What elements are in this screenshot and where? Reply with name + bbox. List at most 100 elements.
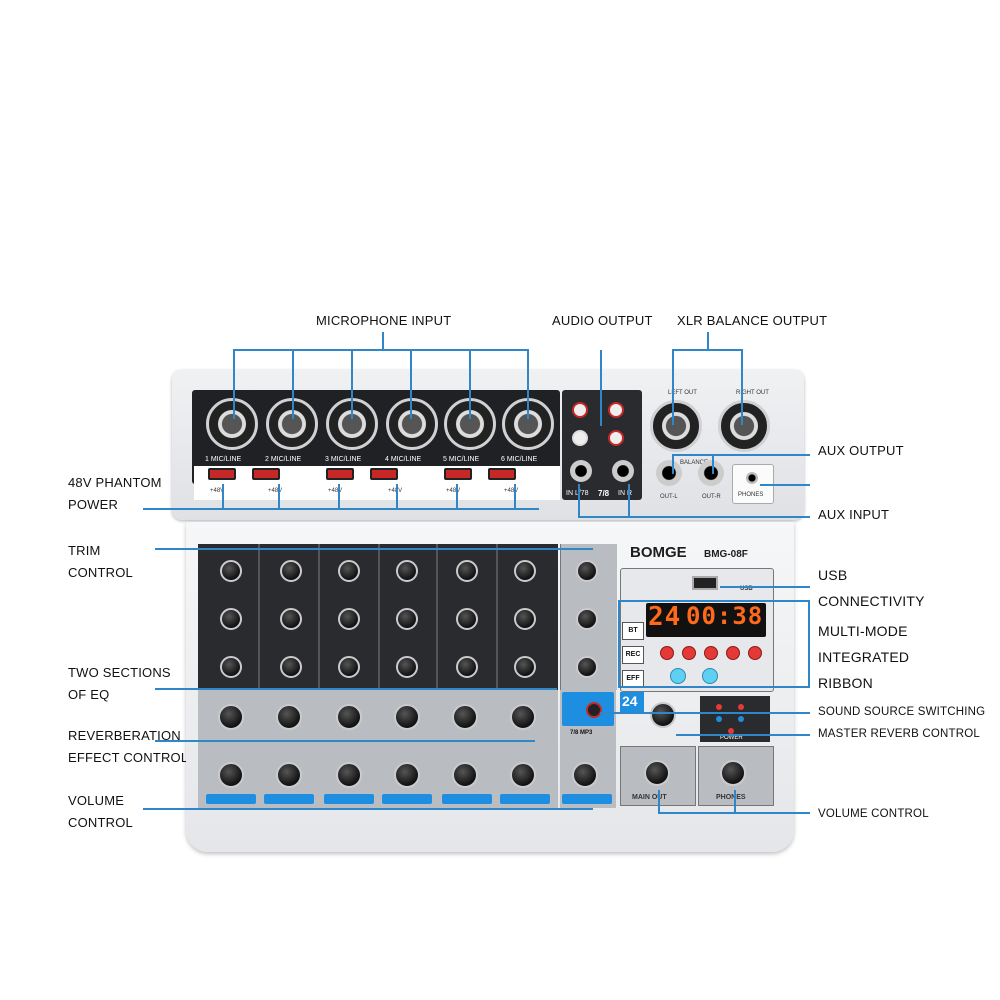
level-knob[interactable] xyxy=(394,762,420,788)
eff-knob[interactable] xyxy=(394,704,420,730)
eff-knob[interactable] xyxy=(218,704,244,730)
level-knob[interactable] xyxy=(336,762,362,788)
right-out-label: RIGHT OUT xyxy=(736,390,769,396)
stereo-eq-high-knob[interactable] xyxy=(576,608,598,630)
transport-button[interactable] xyxy=(704,646,718,660)
callout-line xyxy=(672,454,810,456)
transport-button[interactable] xyxy=(660,646,674,660)
channel-label: 1 MIC/LINE xyxy=(205,456,242,463)
rca-jack xyxy=(572,430,588,446)
main-out-knob[interactable] xyxy=(644,760,670,786)
channel-strip-label xyxy=(264,794,314,804)
mode-button-bt[interactable]: BT xyxy=(622,622,644,640)
model-name: BMG-08F xyxy=(704,549,748,560)
eq-high-knob[interactable] xyxy=(220,608,242,630)
callout-line xyxy=(338,484,340,510)
callout-line xyxy=(351,349,353,419)
strip-divider xyxy=(496,544,498,690)
stereo-eq-low-knob[interactable] xyxy=(576,656,598,678)
dsp-parameter-knob[interactable] xyxy=(650,702,676,728)
callout-line xyxy=(155,740,535,742)
channel-strip-label xyxy=(206,794,256,804)
trim-knob[interactable] xyxy=(456,560,478,582)
phantom-label: +48V xyxy=(446,488,461,494)
dsp-plus-button[interactable] xyxy=(702,668,718,684)
stereo-trim-knob[interactable] xyxy=(576,560,598,582)
callout-line xyxy=(233,349,235,419)
phantom-button-2[interactable] xyxy=(252,468,280,480)
phantom-button-4[interactable] xyxy=(370,468,398,480)
eff-knob[interactable] xyxy=(510,704,536,730)
volume-control-right-label: VOLUME CONTROL xyxy=(818,808,929,820)
rca-jack xyxy=(572,402,588,418)
callout-line xyxy=(578,484,580,518)
eff-knob[interactable] xyxy=(452,704,478,730)
aux-output-label: AUX OUTPUT xyxy=(818,443,904,458)
eq-high-knob[interactable] xyxy=(514,608,536,630)
main-out-label: MAIN OUT xyxy=(632,794,667,801)
eff-knob[interactable] xyxy=(336,704,362,730)
led-display xyxy=(646,603,766,637)
level-knob[interactable] xyxy=(218,762,244,788)
transport-button[interactable] xyxy=(682,646,696,660)
level-knob[interactable] xyxy=(276,762,302,788)
mode-button-rec[interactable]: REC xyxy=(622,646,644,664)
source-switch-button[interactable] xyxy=(586,702,602,718)
eq-low-knob[interactable] xyxy=(396,656,418,678)
eq-high-knob[interactable] xyxy=(280,608,302,630)
trim-knob[interactable] xyxy=(220,560,242,582)
eq-low-knob[interactable] xyxy=(280,656,302,678)
power-label: POWER xyxy=(720,735,743,741)
dsp-badge xyxy=(620,692,644,714)
eq-low-knob[interactable] xyxy=(220,656,242,678)
dsp-minus-button[interactable] xyxy=(670,668,686,684)
strip-divider xyxy=(378,544,380,690)
display-track-number: 24 xyxy=(648,602,682,632)
xlr-combo-jack-4 xyxy=(386,398,438,450)
eq-high-knob[interactable] xyxy=(338,608,360,630)
phantom-button-3[interactable] xyxy=(326,468,354,480)
phantom-button-6[interactable] xyxy=(488,468,516,480)
callout-line xyxy=(618,600,810,602)
phantom-button-1[interactable] xyxy=(208,468,236,480)
microphone-input-label: MICROPHONE INPUT xyxy=(316,313,452,328)
master-reverb-label: MASTER REVERB CONTROL xyxy=(818,728,981,740)
eq-high-knob[interactable] xyxy=(396,608,418,630)
channel-label: 2 MIC/LINE xyxy=(265,456,302,463)
channel-label: 4 MIC/LINE xyxy=(385,456,422,463)
trim-knob[interactable] xyxy=(338,560,360,582)
aux-input-label: AUX INPUT xyxy=(818,507,890,522)
trim-knob[interactable] xyxy=(280,560,302,582)
aux-out-l-jack xyxy=(656,460,682,486)
mode-button-eff[interactable]: EFF xyxy=(622,670,644,688)
phantom-button-5[interactable] xyxy=(444,468,472,480)
level-knob[interactable] xyxy=(510,762,536,788)
stereo-strip-label xyxy=(562,794,612,804)
level-led xyxy=(738,716,744,722)
phones-level-knob[interactable] xyxy=(720,760,746,786)
callout-line xyxy=(676,734,810,736)
eq-low-knob[interactable] xyxy=(514,656,536,678)
eq-low-knob[interactable] xyxy=(456,656,478,678)
stereo-level-knob[interactable] xyxy=(572,762,598,788)
channel-label: 5 MIC/LINE xyxy=(443,456,480,463)
level-knob[interactable] xyxy=(452,762,478,788)
usb-label: USB xyxy=(740,586,753,592)
callout-line xyxy=(292,349,294,419)
transport-button[interactable] xyxy=(748,646,762,660)
phantom-power-label-line1: 48V PHANTOM xyxy=(68,475,162,490)
trim-knob[interactable] xyxy=(396,560,418,582)
transport-button[interactable] xyxy=(726,646,740,660)
callout-line xyxy=(672,349,674,425)
trim-knob[interactable] xyxy=(514,560,536,582)
xlr-right-out xyxy=(718,400,770,452)
callout-line xyxy=(514,484,516,510)
eq-high-knob[interactable] xyxy=(456,608,478,630)
phantom-label: +48V xyxy=(504,488,519,494)
strip-divider xyxy=(436,544,438,690)
eff-knob[interactable] xyxy=(276,704,302,730)
eq-low-knob[interactable] xyxy=(338,656,360,678)
xlr-left-out xyxy=(650,400,702,452)
reverb-label-line2: EFFECT CONTROL xyxy=(68,750,189,765)
peak-led xyxy=(738,704,744,710)
